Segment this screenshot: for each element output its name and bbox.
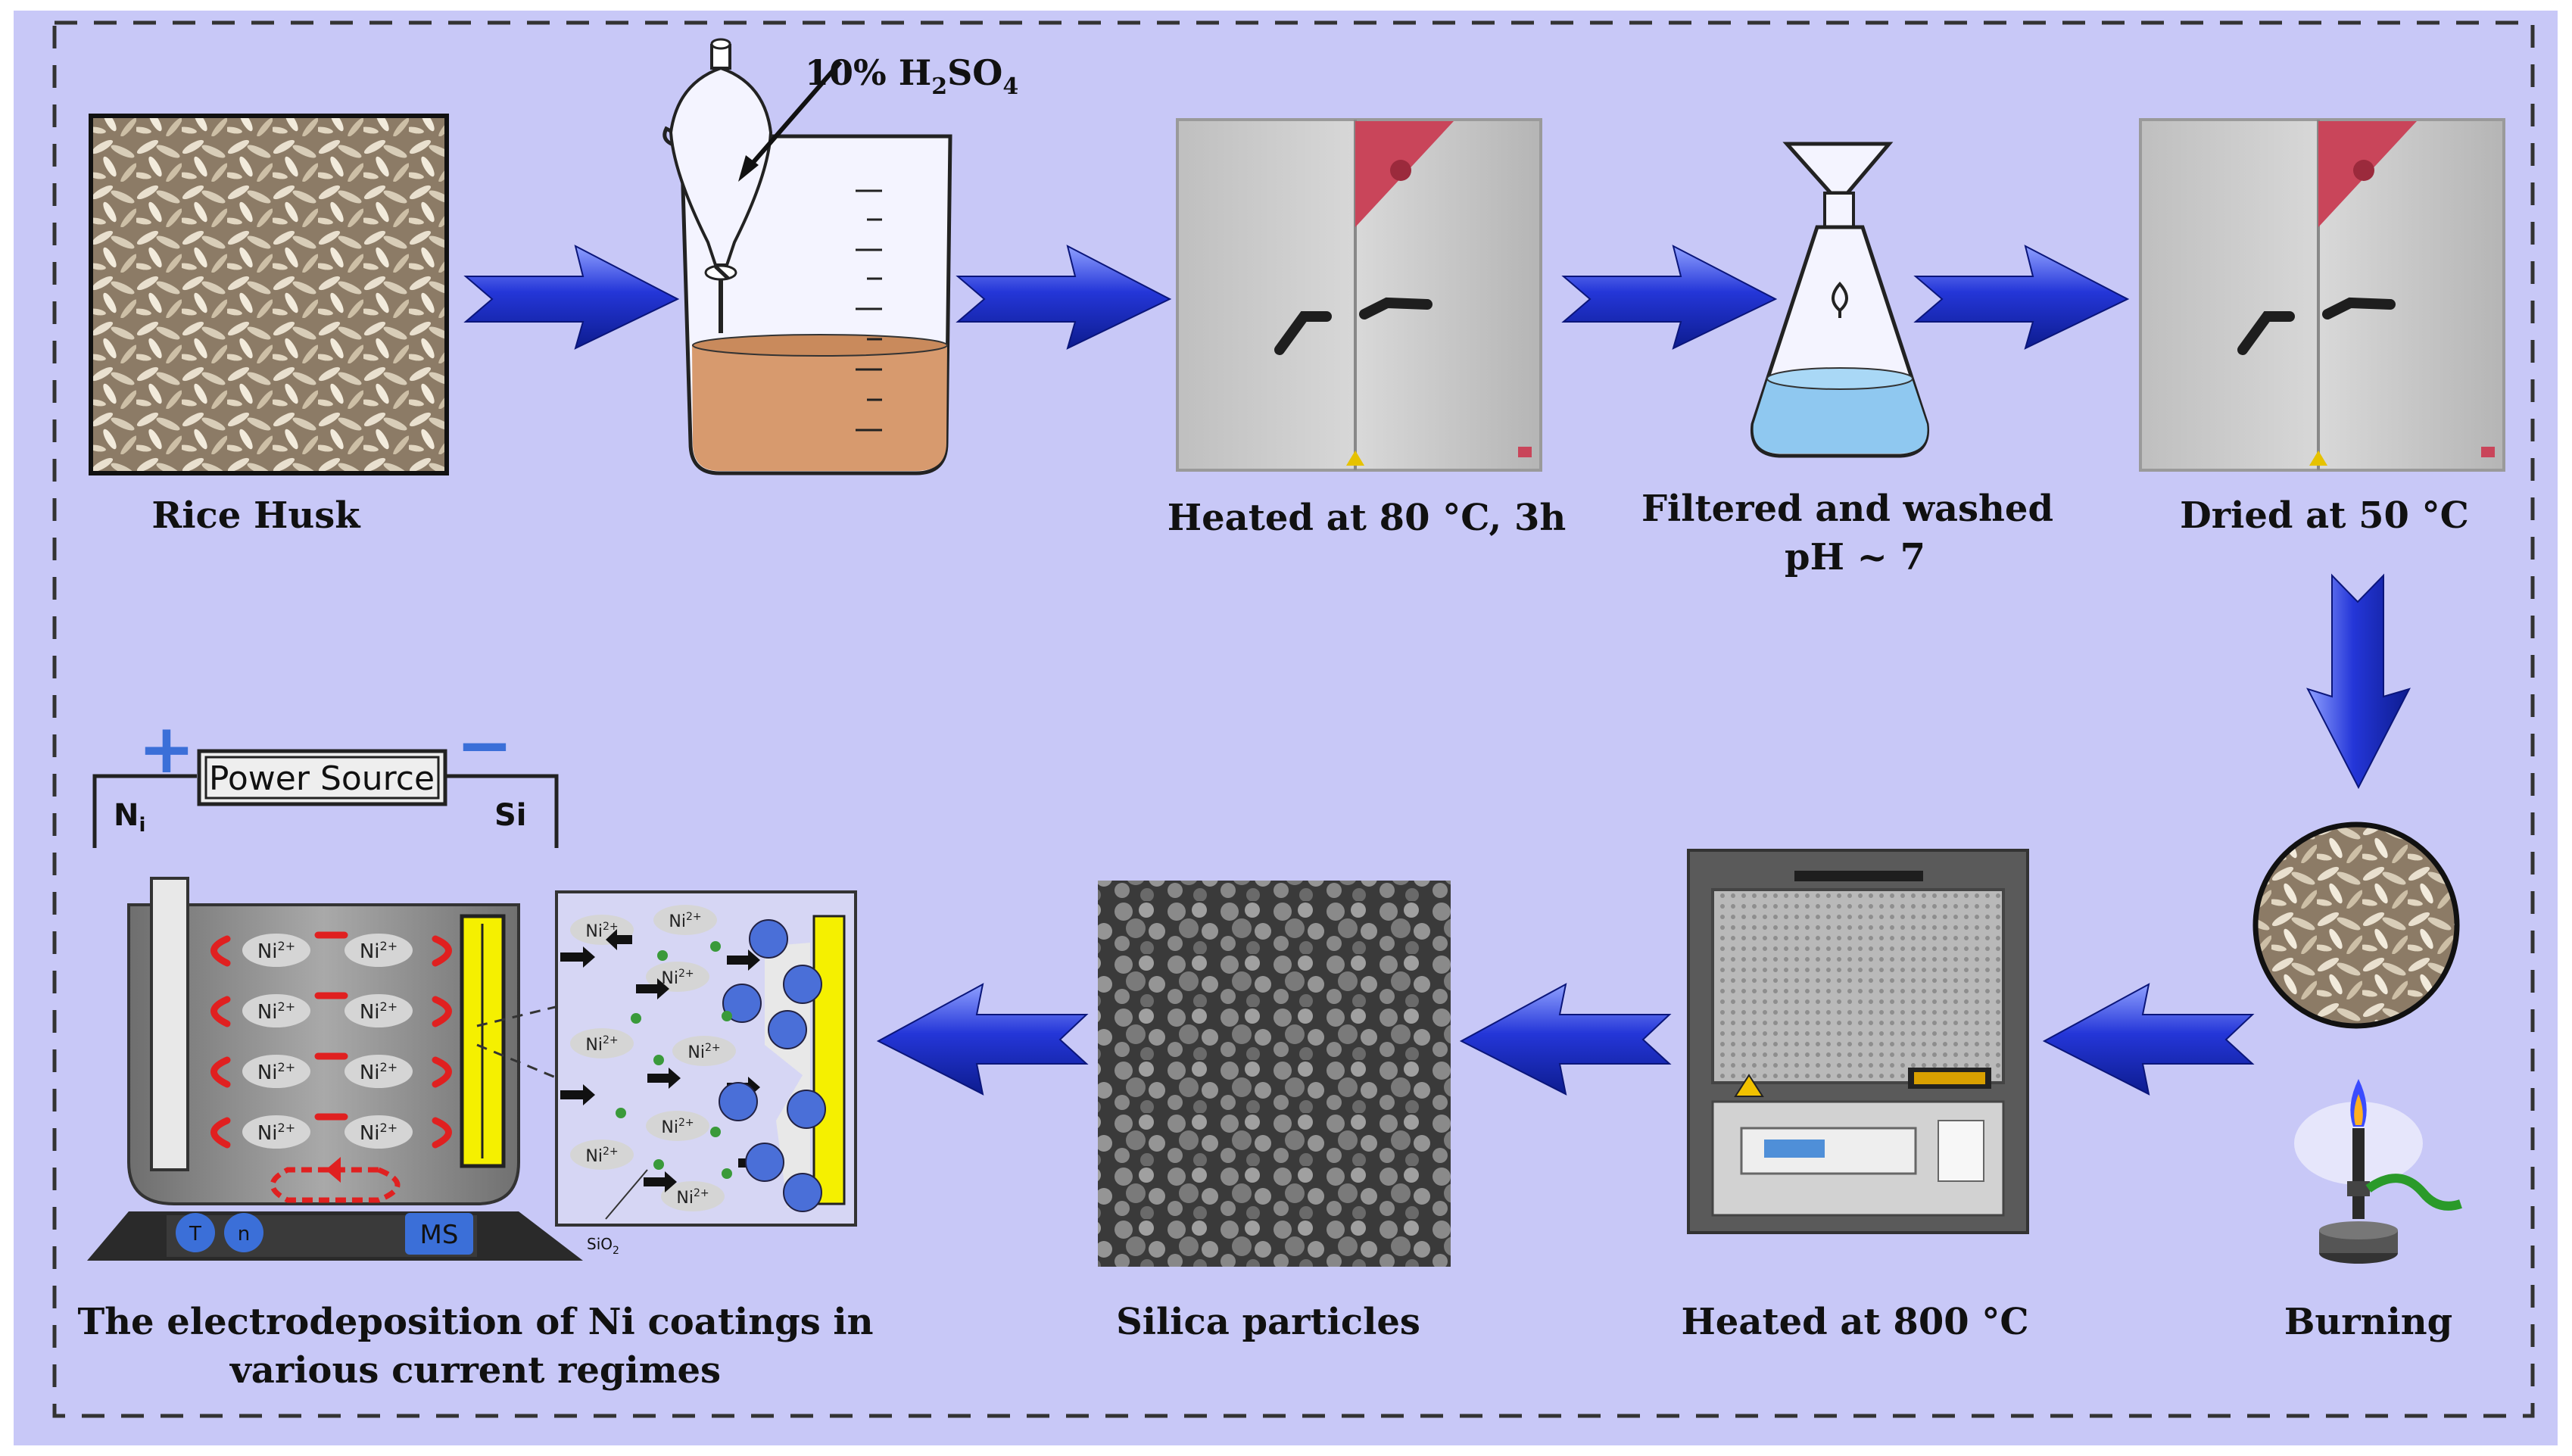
svg-text:Ni2+: Ni2+ — [687, 1042, 720, 1062]
svg-text:Ni2+: Ni2+ — [360, 1060, 397, 1084]
svg-text:Ni2+: Ni2+ — [360, 939, 397, 963]
arrow-filter-to-dryer — [1913, 245, 2130, 350]
ion: Ni2+ — [570, 1028, 634, 1058]
label-rice-husk: Rice Husk — [151, 494, 361, 537]
label-filtered-line2: pH ~ 7 — [1785, 536, 1925, 578]
label-heated-80: Heated at 80 °C, 3h — [1168, 497, 1567, 539]
svg-text:Ni2+: Ni2+ — [669, 911, 701, 931]
ion: Ni2+ — [646, 1111, 709, 1141]
drying-oven-50 — [2139, 118, 2505, 472]
ni-ions: Ni2+ Ni2+ Ni2+ Ni2+ Ni2+ Ni2+ Ni2+ Ni2+ — [242, 934, 413, 1149]
power-source-label: Power Source — [209, 759, 435, 798]
power-source: Power Source — [92, 749, 559, 848]
electrolyte-cell — [127, 877, 520, 1205]
svg-text:Ni2+: Ni2+ — [585, 1146, 618, 1166]
nickel-anode — [150, 877, 189, 1171]
stirring-flow — [270, 1167, 401, 1203]
arrow-burning-to-furnace — [2042, 983, 2255, 1096]
svg-text:Ni2+: Ni2+ — [661, 968, 694, 988]
svg-text:Ni2+: Ni2+ — [257, 939, 295, 963]
ion: Ni2+ — [344, 934, 413, 967]
separatory-funnel — [669, 38, 773, 333]
svg-text:Ni2+: Ni2+ — [257, 999, 295, 1024]
ion: Ni2+ — [672, 1036, 736, 1066]
acid-pointer-head — [738, 155, 759, 182]
arrow-furnace-to-silica — [1459, 983, 1672, 1096]
sio2-pointer — [605, 1169, 648, 1220]
acid-beaker — [662, 126, 952, 475]
inset-ions: Ni2+ Ni2+ Ni2+ Ni2+ Ni2+ Ni2+ Ni2+ Ni2+ — [570, 905, 736, 1211]
ion: Ni2+ — [661, 1181, 725, 1211]
silica-sem-image — [1098, 881, 1451, 1267]
arrow-husk-to-acid — [463, 245, 680, 350]
label-electro-line2: various current regimes — [229, 1349, 721, 1392]
svg-text:Ni2+: Ni2+ — [360, 999, 397, 1024]
magnetic-stirrer: T n MS — [87, 1211, 583, 1261]
drying-oven-80 — [1176, 118, 1542, 472]
arrow-oven-to-filter — [1561, 245, 1778, 350]
husk-dish — [2252, 822, 2460, 1029]
minus-sign: − — [456, 706, 513, 785]
svg-text:Ni2+: Ni2+ — [661, 1117, 694, 1137]
ion: Ni2+ — [570, 1140, 634, 1170]
svg-text:T: T — [189, 1223, 201, 1246]
label-electro-line1: The electrodeposition of Ni coatings in — [77, 1301, 873, 1343]
muffle-furnace — [1687, 849, 2029, 1234]
ion: Ni2+ — [344, 1055, 413, 1088]
dashed-frame — [52, 20, 2535, 1418]
ion: Ni2+ — [653, 905, 717, 935]
ion: Ni2+ — [242, 1055, 310, 1088]
svg-text:Ni2+: Ni2+ — [585, 1034, 618, 1055]
arrow-acid-to-oven — [956, 245, 1172, 350]
ion: Ni2+ — [344, 994, 413, 1027]
rice-husk-photo — [89, 114, 449, 475]
stirrer-label: MS — [420, 1220, 459, 1250]
label-acid: 10% H2SO4 — [805, 52, 1018, 100]
ion: Ni2+ — [242, 934, 310, 967]
label-silica: Silica particles — [1116, 1301, 1420, 1343]
ion: Ni2+ — [242, 994, 310, 1027]
filter-flask — [1750, 142, 1930, 458]
label-burning: Burning — [2284, 1301, 2452, 1343]
svg-text:Ni2+: Ni2+ — [257, 1060, 295, 1084]
sio2-label: SiO2 — [587, 1235, 619, 1257]
svg-text:Ni2+: Ni2+ — [360, 1121, 397, 1145]
svg-text:Ni2+: Ni2+ — [676, 1187, 709, 1208]
ni-electrode-label: Ni — [114, 798, 145, 837]
current-lines — [210, 931, 452, 1149]
svg-text:n: n — [238, 1223, 250, 1246]
ion: Ni2+ — [242, 1115, 310, 1149]
arrow-silica-to-cell — [876, 983, 1089, 1096]
silicon-cathode — [460, 914, 506, 1168]
label-dried-50: Dried at 50 °C — [2180, 494, 2469, 537]
svg-text:Ni2+: Ni2+ — [257, 1121, 295, 1145]
ion: Ni2+ — [344, 1115, 413, 1149]
si-electrode-label: Si — [494, 798, 527, 833]
arrow-dryer-to-burning — [2306, 573, 2411, 790]
acid-pointer — [747, 61, 843, 168]
label-heated-800: Heated at 800 °C — [1681, 1301, 2028, 1343]
bunsen-burner — [2294, 1079, 2462, 1264]
stirring-arrow-head — [326, 1157, 341, 1183]
silica-particles — [616, 919, 826, 1212]
plus-sign: + — [138, 709, 195, 789]
svg-text:Ni2+: Ni2+ — [585, 921, 618, 941]
label-filtered-line1: Filtered and washed — [1641, 488, 2053, 530]
